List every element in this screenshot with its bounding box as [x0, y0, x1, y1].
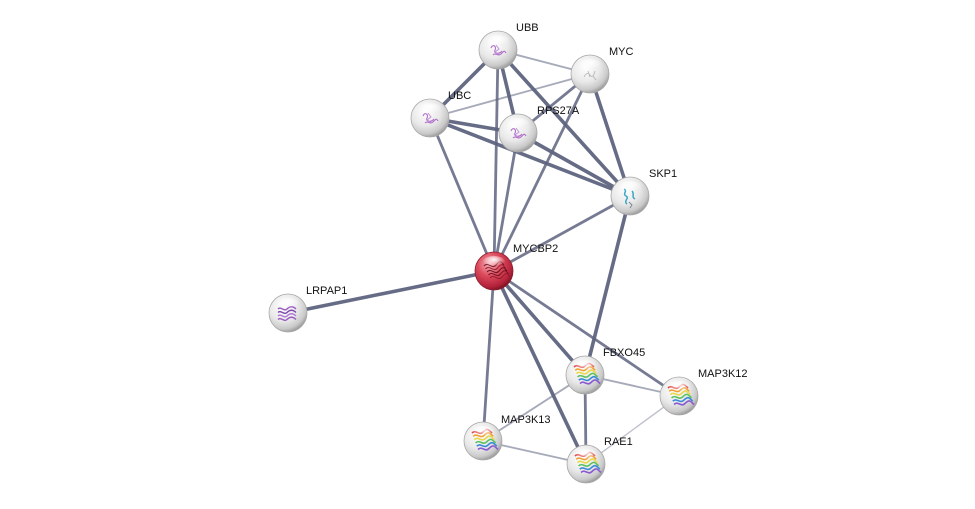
- node-label: UBB: [516, 22, 539, 34]
- edge-mycbp2-ubc[interactable]: [428, 116, 496, 273]
- edge-mycbp2-map3k12[interactable]: [492, 269, 681, 398]
- edge-ubc-myc[interactable]: [429, 73, 591, 119]
- node-myc[interactable]: MYC: [570, 46, 634, 94]
- sphere-highlight: [472, 426, 494, 438]
- node-label: UBC: [448, 90, 471, 102]
- sphere-highlight: [507, 118, 529, 130]
- node-label: RPS27A: [537, 105, 580, 117]
- sphere-highlight: [668, 381, 690, 393]
- node-rps27a[interactable]: RPS27A: [498, 105, 580, 153]
- edge-mycbp2-skp1[interactable]: [492, 194, 632, 273]
- node-label: MAP3K13: [501, 414, 551, 426]
- edge-ubc-skp1[interactable]: [428, 116, 632, 198]
- edge-mycbp2-myc[interactable]: [492, 72, 592, 273]
- node-label: RAE1: [604, 436, 633, 448]
- node-ubb[interactable]: UBB: [478, 22, 539, 70]
- sphere-highlight: [483, 256, 505, 268]
- node-mycbp2[interactable]: MYCBP2: [474, 243, 558, 291]
- node-lrpap1[interactable]: LRPAP1: [268, 285, 347, 333]
- node-map3k12[interactable]: MAP3K12: [659, 368, 748, 416]
- node-label: MYCBP2: [513, 243, 558, 255]
- edge-mycbp2-rae1[interactable]: [492, 269, 588, 466]
- node-label: MYC: [609, 46, 634, 58]
- edge-mycbp2-rps27a[interactable]: [492, 131, 520, 273]
- node-label: LRPAP1: [306, 285, 347, 297]
- node-ubc[interactable]: UBC: [410, 90, 471, 138]
- sphere-highlight: [619, 181, 641, 193]
- sphere-highlight: [574, 360, 596, 372]
- sphere-highlight: [487, 35, 509, 47]
- structure-icon: [583, 70, 597, 81]
- sphere-highlight: [277, 298, 299, 310]
- edge-fbxo45-map3k13[interactable]: [482, 374, 586, 442]
- edge-skp1-fbxo45[interactable]: [583, 194, 632, 377]
- node-layer: UBB MYC UBC RPS27A SKP1MYCBP2LRPAP1FBXO45MAP…: [268, 22, 748, 484]
- edge-mycbp2-fbxo45[interactable]: [492, 269, 587, 377]
- node-rae1[interactable]: RAE1: [566, 436, 633, 484]
- node-label: MAP3K12: [698, 368, 748, 380]
- edge-myc-skp1[interactable]: [588, 72, 632, 198]
- edge-mycbp2-map3k13[interactable]: [481, 269, 496, 443]
- sphere-highlight: [575, 449, 597, 461]
- node-map3k13[interactable]: MAP3K13: [463, 414, 551, 461]
- edge-mycbp2-lrpap1[interactable]: [286, 269, 496, 315]
- node-skp1[interactable]: SKP1: [610, 168, 677, 216]
- edge-ubb-skp1[interactable]: [496, 48, 632, 198]
- node-label: SKP1: [649, 168, 677, 180]
- node-fbxo45[interactable]: FBXO45: [565, 347, 645, 395]
- edge-mycbp2-ubb[interactable]: [492, 48, 500, 273]
- structure-icon: [483, 261, 511, 280]
- sphere-highlight: [419, 103, 441, 115]
- edge-rps27a-skp1[interactable]: [516, 131, 632, 198]
- sphere-highlight: [579, 59, 601, 71]
- node-label: FBXO45: [603, 347, 645, 359]
